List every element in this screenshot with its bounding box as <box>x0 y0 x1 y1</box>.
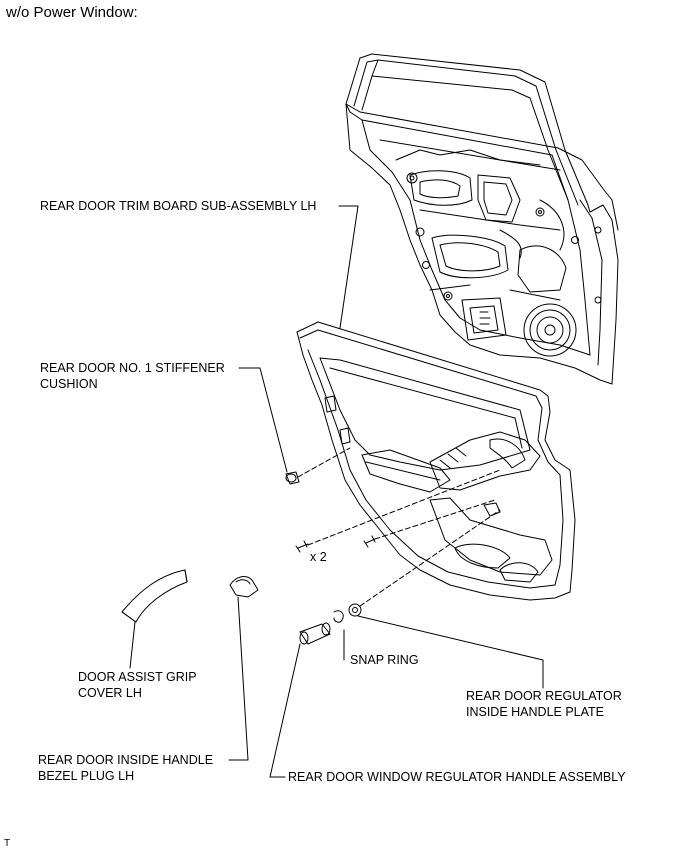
label-handle-plate-line1: REAR DOOR REGULATOR <box>466 689 622 703</box>
leader-lines <box>129 205 544 778</box>
label-regulator-handle: REAR DOOR WINDOW REGULATOR HANDLE ASSEMB… <box>288 770 626 784</box>
label-handle-plate-line2: INSIDE HANDLE PLATE <box>466 705 605 719</box>
label-grip-cover-line1: DOOR ASSIST GRIP <box>78 670 197 684</box>
assembly-dashed-lines <box>297 447 501 607</box>
label-bezel-plug-line1: REAR DOOR INSIDE HANDLE <box>38 753 214 767</box>
label-stiffener-cushion-line2: CUSHION <box>40 377 98 391</box>
door-panel-drawing <box>345 53 619 385</box>
label-bezel-plug-line2: BEZEL PLUG LH <box>38 769 135 783</box>
label-snap-ring: SNAP RING <box>350 653 419 667</box>
label-stiffener-cushion-line1: REAR DOOR NO. 1 STIFFENER <box>40 361 225 375</box>
label-grip-cover-line2: COVER LH <box>78 686 142 700</box>
label-trim-board: REAR DOOR TRIM BOARD SUB-ASSEMBLY LH <box>40 199 317 213</box>
figure-code: T <box>4 838 11 849</box>
page-heading: w/o Power Window: <box>6 4 138 21</box>
small-parts-drawing <box>121 471 376 645</box>
trim-board-drawing <box>296 321 576 601</box>
label-screw-quantity: x 2 <box>310 550 327 564</box>
